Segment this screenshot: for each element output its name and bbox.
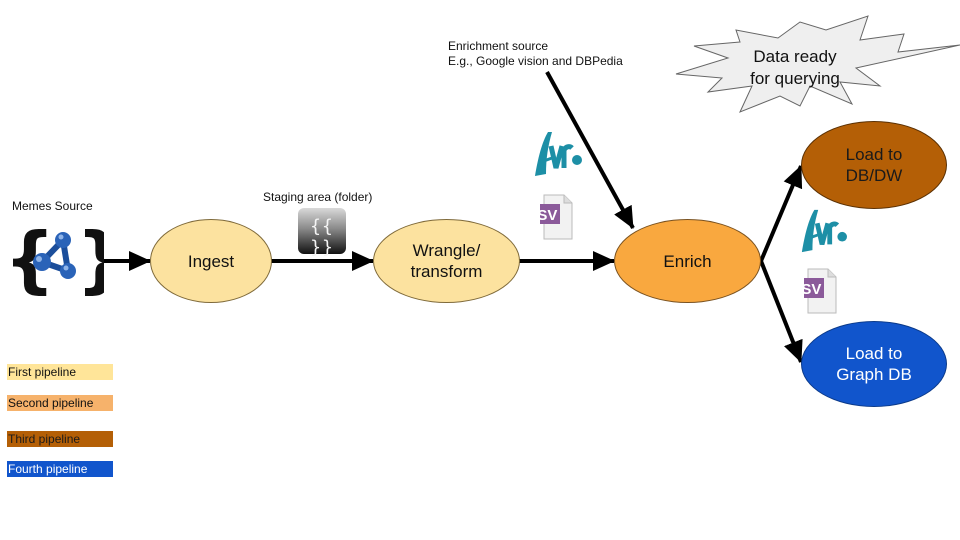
legend-second-pipeline: Second pipeline	[7, 395, 113, 411]
node-load-dw[interactable]: Load to DB/DW	[801, 121, 947, 209]
legend-first-pipeline: First pipeline	[7, 364, 113, 380]
json-folder-icon: {{ }}	[298, 208, 346, 258]
node-ingest[interactable]: Ingest	[150, 219, 272, 303]
node-wrangle-label-line-2: transform	[410, 262, 483, 281]
staging-area-label: Staging area (folder)	[263, 190, 373, 204]
node-enrich-label: Enrich	[663, 251, 712, 271]
node-load-dw-label-line-1: Load to	[845, 145, 903, 164]
enrichment-source-title: Enrichment source	[448, 39, 549, 53]
legend-fourth-pipeline: Fourth pipeline	[7, 461, 113, 477]
node-wrangle-label-line-1: Wrangle/	[412, 241, 481, 260]
node-load-graph-label-line-2: Graph DB	[836, 365, 912, 384]
callout-line-1: Data ready	[753, 47, 837, 66]
node-load-graph-label-line-1: Load to	[845, 344, 903, 363]
svg-text:}: }	[76, 224, 104, 296]
csv-file-icon-output: CSV	[788, 268, 837, 314]
node-load-dw-label-line-2: DB/DW	[845, 166, 903, 185]
callout-starburst	[675, 15, 960, 113]
svg-text:CSV: CSV	[804, 281, 821, 298]
legend-third-pipeline: Third pipeline	[7, 431, 113, 447]
callout-text: Data ready for querying	[740, 46, 850, 90]
avro-icon-output	[797, 206, 849, 254]
node-enrich[interactable]: Enrich	[614, 219, 761, 303]
svg-text:CSV: CSV	[540, 207, 557, 224]
callout-line-2: for querying	[750, 69, 840, 88]
memes-source-label: Memes Source	[12, 199, 93, 213]
enrichment-source-label: Enrichment source E.g., Google vision an…	[448, 39, 623, 69]
arrow-enrichment-source-to-enrich	[545, 71, 635, 229]
avro-icon	[532, 128, 582, 178]
csv-file-icon: CSV	[524, 194, 573, 240]
json-ld-icon: { }	[4, 217, 127, 301]
arrow-enrich-to-load-dw	[759, 165, 803, 262]
node-wrangle-transform[interactable]: Wrangle/ transform	[373, 219, 520, 303]
enrichment-source-examples: E.g., Google vision and DBPedia	[448, 54, 623, 68]
arrow-enrich-to-load-graph	[759, 260, 803, 363]
node-ingest-label: Ingest	[187, 251, 235, 271]
node-load-graph-db[interactable]: Load to Graph DB	[801, 321, 947, 407]
